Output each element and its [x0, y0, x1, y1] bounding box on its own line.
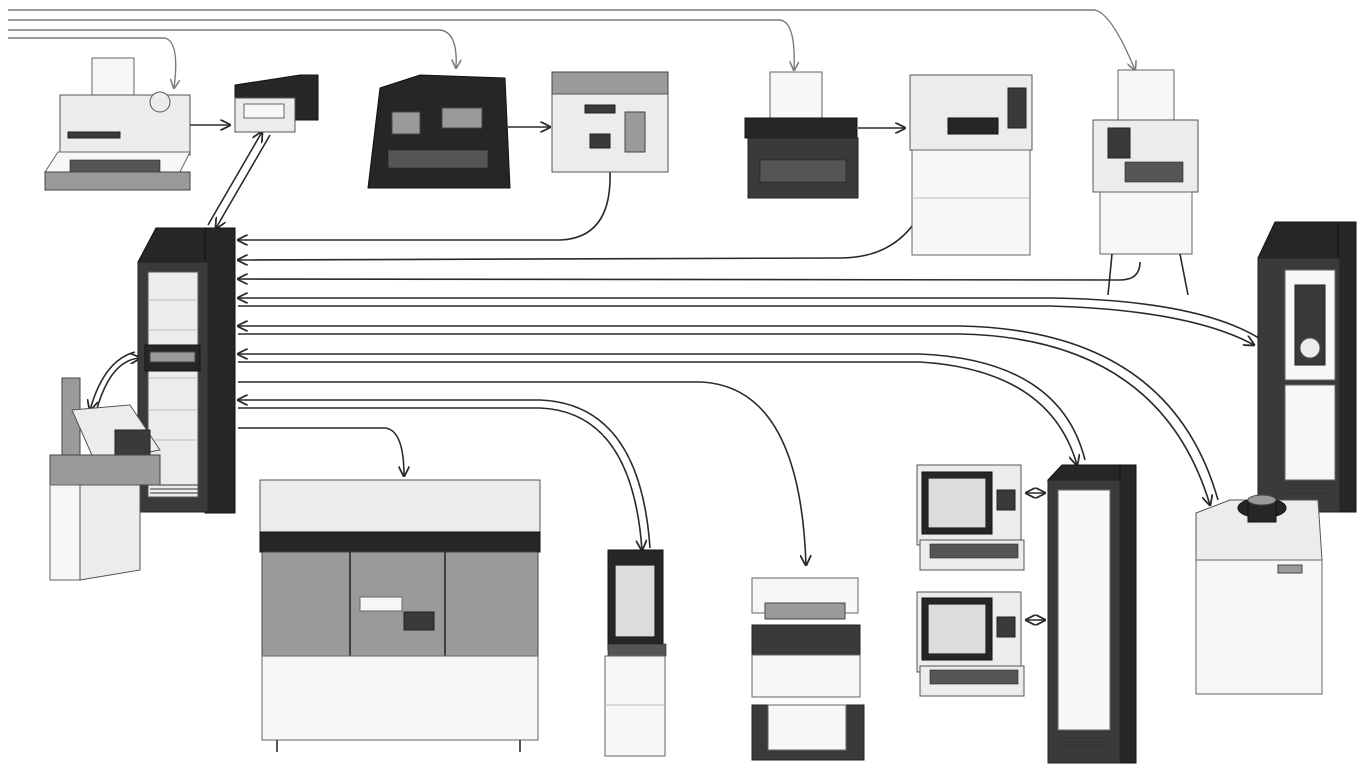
feed-line-teleprinter	[8, 10, 1135, 70]
link-reader-cpu-b	[216, 135, 270, 228]
link-teleprinter-to-cpu	[238, 262, 1140, 280]
link-reader-cpu-a	[208, 132, 262, 225]
crt-terminal-icon	[917, 592, 1024, 696]
mainframe-icon	[260, 480, 540, 752]
teletype-icon	[45, 58, 190, 190]
link-cpu-operator-b	[96, 358, 140, 412]
link-cpu-controller-b	[238, 362, 1077, 465]
typewriter-icon	[745, 72, 858, 198]
controller-cabinet-icon	[1048, 465, 1136, 763]
printer-icon	[752, 578, 864, 760]
disk-drive-icon	[1196, 495, 1322, 694]
feed-line-keyboard-terminal	[8, 30, 456, 68]
crt-terminal-icon	[917, 465, 1024, 570]
graphics-terminal-icon	[605, 550, 666, 756]
link-printer-console-to-cpu	[238, 222, 915, 260]
printer-console-icon	[910, 75, 1032, 255]
teleprinter-icon	[1093, 70, 1198, 295]
link-cpu-large-processor	[238, 428, 404, 476]
interface-box-icon	[552, 72, 668, 172]
tape-reader-icon	[235, 75, 318, 132]
link-cpu-controller-a	[238, 354, 1085, 460]
keyboard-terminal-icon	[368, 75, 510, 188]
tape-drive-icon	[1258, 222, 1356, 512]
